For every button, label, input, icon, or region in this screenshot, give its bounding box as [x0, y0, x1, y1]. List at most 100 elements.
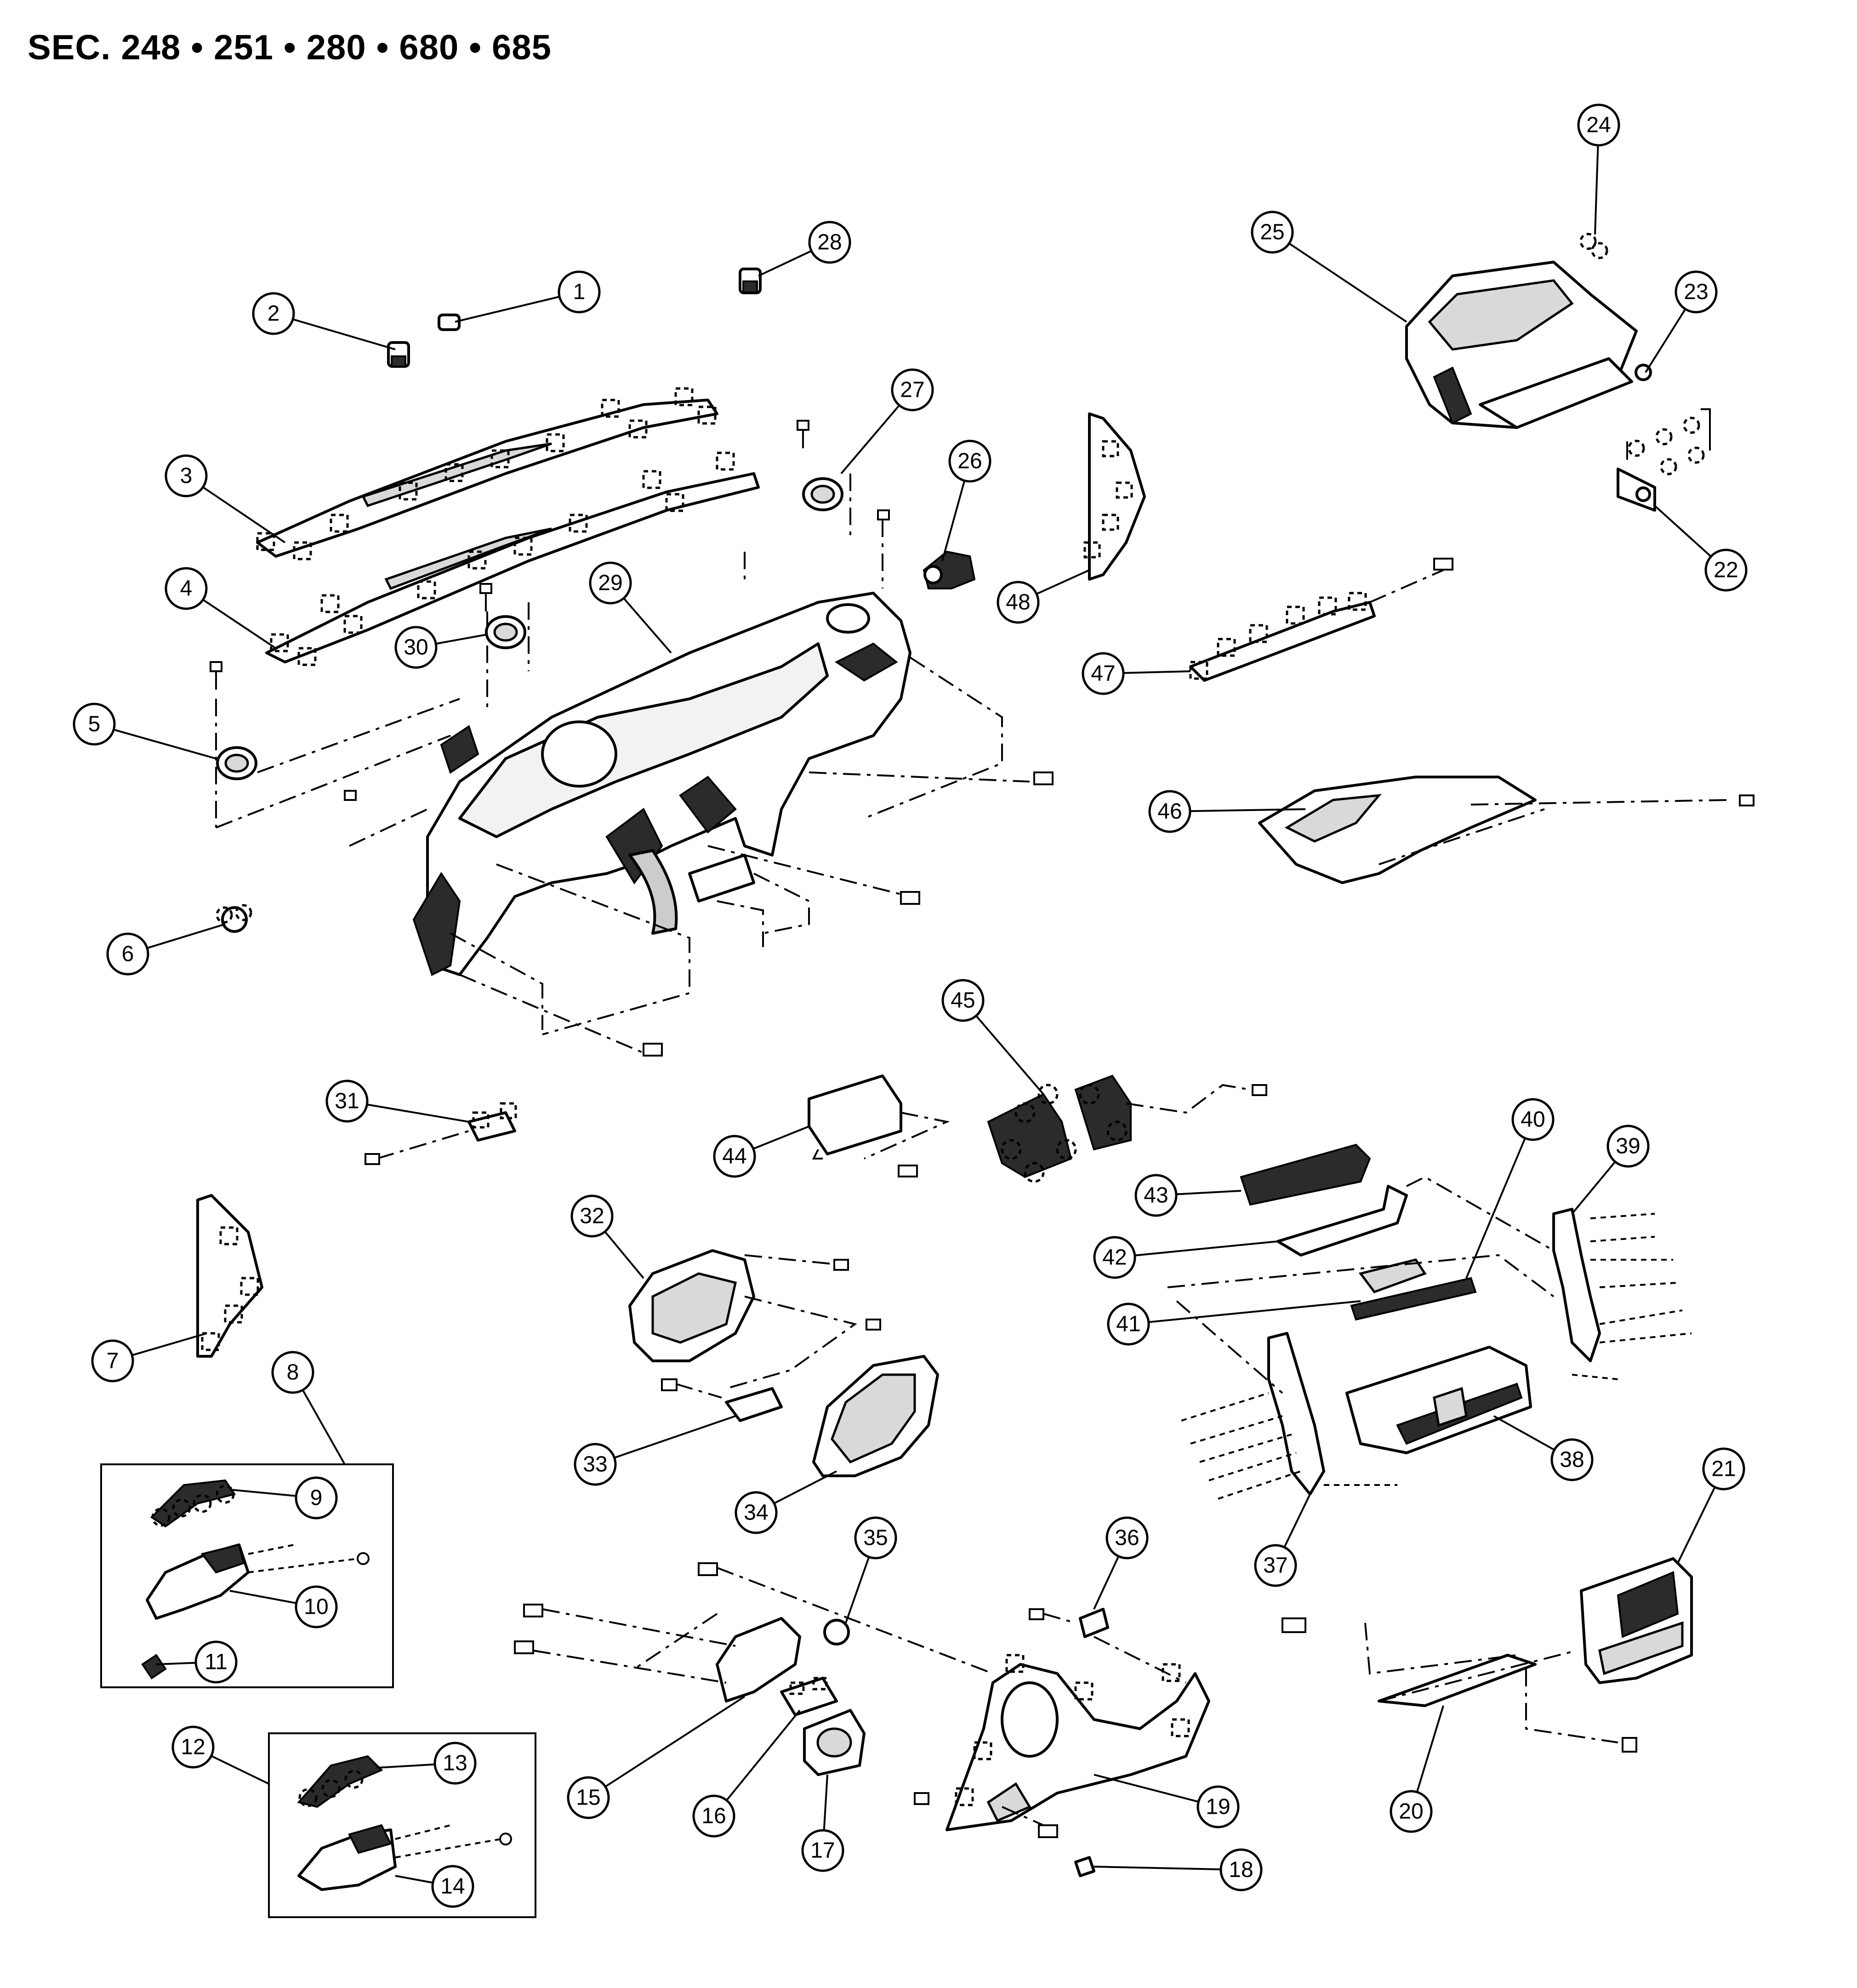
callout-circle: [692, 1794, 735, 1838]
callout-circle: [171, 1725, 215, 1769]
leader-line-46: [1169, 808, 1306, 812]
callout-number: 47: [1091, 662, 1115, 686]
part-knob-17: [803, 1709, 866, 1776]
callout-number: 12: [181, 1735, 205, 1759]
callout-number: 37: [1263, 1554, 1287, 1578]
callout-16: 16: [692, 1794, 735, 1838]
callout-circle: [1105, 1516, 1149, 1560]
callout-43: 43: [1134, 1174, 1178, 1217]
callout-number: 20: [1399, 1799, 1423, 1824]
callout-circle: [891, 368, 934, 411]
callout-number: 31: [335, 1089, 359, 1114]
callout-42: 42: [1093, 1236, 1136, 1279]
callout-number: 30: [404, 635, 428, 660]
callout-circle: [713, 1135, 756, 1178]
callout-number: 16: [701, 1804, 726, 1828]
callout-number: 3: [180, 464, 193, 488]
callout-number: 5: [88, 712, 101, 737]
callout-36: 36: [1105, 1516, 1149, 1560]
part-bracket-26: [923, 550, 976, 589]
callout-39: 39: [1606, 1125, 1650, 1168]
callout-14: 14: [431, 1865, 474, 1908]
callout-number: 1: [573, 280, 586, 304]
callout-circle: [73, 703, 116, 746]
callout-circle: [854, 1516, 897, 1560]
callout-circle: [948, 440, 991, 483]
callout-38: 38: [1550, 1438, 1594, 1481]
callout-number: 2: [268, 302, 280, 326]
callout-circle: [431, 1865, 474, 1908]
callout-circle: [808, 221, 851, 264]
leader-line-40: [1465, 1119, 1534, 1279]
callout-circle: [252, 292, 295, 335]
callout-48: 48: [997, 581, 1040, 624]
callout-circle: [433, 1742, 477, 1785]
callout-circle: [1390, 1790, 1433, 1833]
callout-8: 8: [271, 1351, 314, 1394]
part-display-21: [1580, 1557, 1693, 1684]
callout-number: 34: [744, 1501, 768, 1525]
part-speaker-5: [210, 661, 257, 828]
part-pillar-garnish-48: [1083, 412, 1146, 581]
callout-circle: [1148, 790, 1191, 833]
part-instrument-panel-29: [412, 592, 911, 976]
callout-9: 9: [295, 1476, 338, 1520]
part-speaker-27: [797, 420, 890, 520]
callout-number: 38: [1560, 1448, 1584, 1472]
callout-number: 25: [1260, 220, 1284, 245]
callout-circle: [295, 1585, 338, 1628]
callout-27: 27: [891, 368, 934, 411]
callout-circle: [1550, 1438, 1594, 1481]
group-box-8: [100, 1463, 394, 1688]
callout-number: 41: [1116, 1312, 1140, 1337]
leader-line-42: [1114, 1240, 1278, 1258]
callout-number: 7: [107, 1349, 119, 1373]
callout-number: 18: [1229, 1858, 1253, 1882]
callout-circle: [91, 1339, 134, 1382]
part-lower-panel-19: [914, 1654, 1210, 1838]
part-lower-cover-46: [1258, 776, 1754, 884]
callout-number: 15: [576, 1786, 600, 1810]
callout-26: 26: [948, 440, 991, 483]
callout-17: 17: [801, 1829, 844, 1872]
callout-number: 23: [1684, 280, 1708, 304]
callout-46: 46: [1148, 790, 1191, 833]
leader-line-33: [595, 1415, 736, 1465]
callout-circle: [1254, 1544, 1297, 1587]
part-bracket-20: [1282, 1617, 1637, 1753]
callout-21: 21: [1702, 1447, 1745, 1491]
callout-circle: [1093, 1236, 1136, 1279]
callout-number: 32: [580, 1204, 604, 1228]
part-clip-6: [216, 904, 252, 933]
callout-number: 35: [863, 1526, 888, 1550]
part-switch-33: [661, 1378, 783, 1422]
callout-30: 30: [394, 626, 438, 669]
callout-10: 10: [295, 1585, 338, 1628]
callout-circle: [165, 567, 208, 610]
callout-23: 23: [1675, 270, 1718, 314]
callout-number: 39: [1616, 1134, 1640, 1159]
part-switch-16: [780, 1677, 838, 1716]
callout-15: 15: [567, 1776, 610, 1819]
leader-line-16: [713, 1709, 801, 1817]
part-side-finisher-7: [196, 1194, 263, 1358]
callout-19: 19: [1196, 1785, 1240, 1828]
part-meter-34: [812, 1355, 939, 1477]
callout-circle: [801, 1829, 844, 1872]
callout-circle: [589, 561, 632, 605]
part-bracket-31: [365, 1102, 517, 1165]
callout-6: 6: [106, 932, 149, 976]
callout-11: 11: [194, 1640, 238, 1684]
callout-circle: [194, 1640, 238, 1684]
callout-circle: [1702, 1447, 1745, 1491]
callout-number: 29: [598, 571, 622, 595]
callout-number: 11: [205, 1650, 228, 1674]
callout-number: 36: [1115, 1526, 1139, 1550]
callout-number: 42: [1102, 1245, 1127, 1270]
callout-28: 28: [808, 221, 851, 264]
callout-18: 18: [1219, 1848, 1263, 1891]
callout-circle: [941, 979, 985, 1022]
callout-circle: [735, 1491, 778, 1534]
callout-circle: [570, 1194, 614, 1238]
callout-37: 37: [1254, 1544, 1297, 1587]
